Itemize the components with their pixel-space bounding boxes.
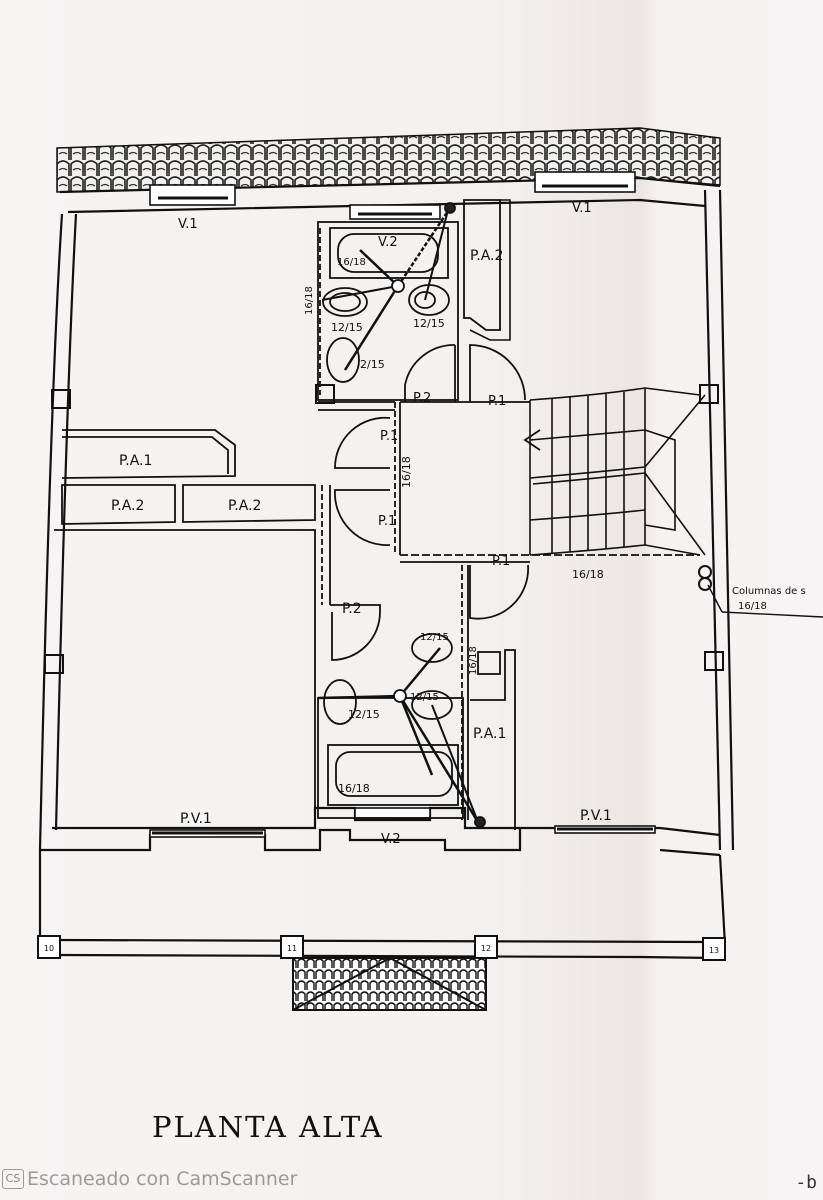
drawing-title: PLANTA ALTA <box>152 1110 384 1144</box>
window-label-v2-top: V.2 <box>378 235 398 250</box>
window-label-v2-bottom: V.2 <box>381 832 401 847</box>
door-label-p1-top: P.1 <box>488 394 506 409</box>
page-mark: -b <box>795 1172 817 1193</box>
pipe-label-stair-floor: 16/18 <box>572 568 604 581</box>
wardrobe-top <box>463 199 501 331</box>
door-label-p1-hall-upper: P.1 <box>380 429 398 444</box>
lower-bathroom <box>317 565 516 830</box>
wardrobe-label-pa1-right: P.A.1 <box>473 726 506 742</box>
pipe-label-top-wc: 12/15 <box>413 317 445 330</box>
wardrobe-label-pa1-left: P.A.1 <box>119 453 152 469</box>
pipe-label-lower-shaft: 16/18 <box>468 646 479 675</box>
scanner-watermark: CS Escaneado con CamScanner <box>2 1168 297 1190</box>
window-label-v1-left: V.1 <box>178 217 198 232</box>
hallway <box>318 344 700 620</box>
roof-tiles-bottom <box>292 957 487 1011</box>
pipe-label-lower-wc: 12/15 <box>420 632 449 643</box>
scanner-watermark-text: Escaneado con CamScanner <box>27 1168 298 1190</box>
column-label-13: 13 <box>709 946 719 955</box>
windows-bottom <box>149 807 656 838</box>
window-label-pv1-right: P.V.1 <box>580 808 612 824</box>
door-label-p2-top: P.2 <box>413 391 431 406</box>
pipe-label-hall-wall: 16/18 <box>400 456 413 488</box>
window-label-pv1-left: P.V.1 <box>180 811 212 827</box>
wardrobe-label-pa2-left-a: P.A.2 <box>111 498 144 514</box>
door-label-p1-hall-lower: P.1 <box>378 514 396 529</box>
column-label-10: 10 <box>44 944 54 953</box>
pipe-label-top-bath-wall: 16/18 <box>304 286 315 315</box>
wardrobe-label-pa2-top: P.A.2 <box>470 248 503 264</box>
annotation-columns-text: Columnas de s <box>732 586 806 597</box>
pipe-label-lower-sink: 12/15 <box>348 708 380 721</box>
window-label-v1-right: V.1 <box>572 201 592 216</box>
column-label-12: 12 <box>481 944 491 953</box>
wardrobe-label-pa2-left-b: P.A.2 <box>228 498 261 514</box>
left-rooms <box>54 429 381 828</box>
balcony-columns: 10 11 12 13 <box>37 935 726 961</box>
door-label-p2-lower: P.2 <box>342 601 362 617</box>
top-bathroom <box>317 202 459 401</box>
column-label-11: 11 <box>287 944 297 953</box>
windows-top <box>149 171 636 220</box>
pipe-label-lower-bathtub: 16/18 <box>338 782 370 795</box>
staircase <box>529 387 706 556</box>
pipe-label-top-bidet: 12/15 <box>331 321 363 334</box>
camscanner-logo-icon: CS <box>2 1169 24 1189</box>
structural-columns <box>44 384 724 674</box>
pipe-label-top-sink: 2/15 <box>360 358 385 371</box>
annotation-columns-value: 16/18 <box>738 601 767 612</box>
pipe-label-lower-bidet: 12/15 <box>410 692 439 703</box>
door-label-p1-stair: P.1 <box>492 554 510 569</box>
pipe-label-top-bathtub: 16/18 <box>337 257 366 268</box>
